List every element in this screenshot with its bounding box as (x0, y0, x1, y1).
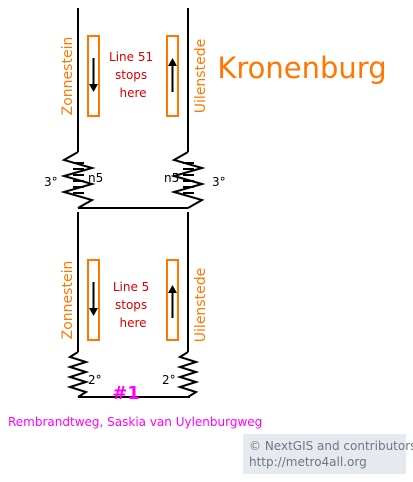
stop-note-lower: Line 5 stops here (113, 280, 153, 330)
credit-copyright: © NextGIS and contributors (249, 439, 413, 453)
credit-box: © NextGIS and contributors http://metro4… (243, 434, 413, 474)
arrow-down-icon (89, 58, 98, 92)
platform-box-left-lower (87, 259, 100, 341)
ramp-right (176, 351, 200, 398)
upper-platform: Zonnestein Uilenstede Line 51 stops here (60, 35, 209, 117)
direction-label-left-upper: Zonnestein (60, 37, 76, 116)
arrow-down-icon (89, 282, 98, 316)
escalator-angle-left: 3° (44, 175, 58, 189)
path-lines (77, 8, 190, 398)
platform-box-left-upper (87, 35, 100, 117)
direction-label-right-lower: Uilenstede (193, 268, 209, 342)
lower-platform: Zonnestein Uilenstede Line 5 stops here (60, 259, 209, 342)
escalator-steps-label-right: n5 (164, 171, 179, 185)
escalator-steps-left (73, 162, 84, 194)
escalator-steps-right (183, 162, 194, 194)
exit-name: Rembrandtweg, Saskia van Uylenburgweg (8, 415, 262, 429)
ramp-angle-left: 2° (88, 373, 102, 387)
station-name: Kronenburg (217, 51, 386, 85)
exit-number: #1 (112, 383, 140, 404)
direction-label-left-lower: Zonnestein (60, 261, 76, 340)
direction-label-right-upper: Uilenstede (193, 39, 209, 113)
escalator-angle-right: 3° (212, 175, 226, 189)
credit-link: http://metro4all.org (249, 455, 367, 469)
platform-box-right-lower (166, 259, 179, 341)
platform-box-right-upper (166, 35, 179, 117)
escalator-steps-label-left: n5 (88, 171, 103, 185)
stop-note-upper: Line 51 stops here (109, 50, 157, 100)
ramp-left (66, 351, 90, 398)
arrow-up-icon (168, 285, 177, 318)
ramp-angle-right: 2° (162, 373, 176, 387)
arrow-up-icon (168, 58, 177, 92)
